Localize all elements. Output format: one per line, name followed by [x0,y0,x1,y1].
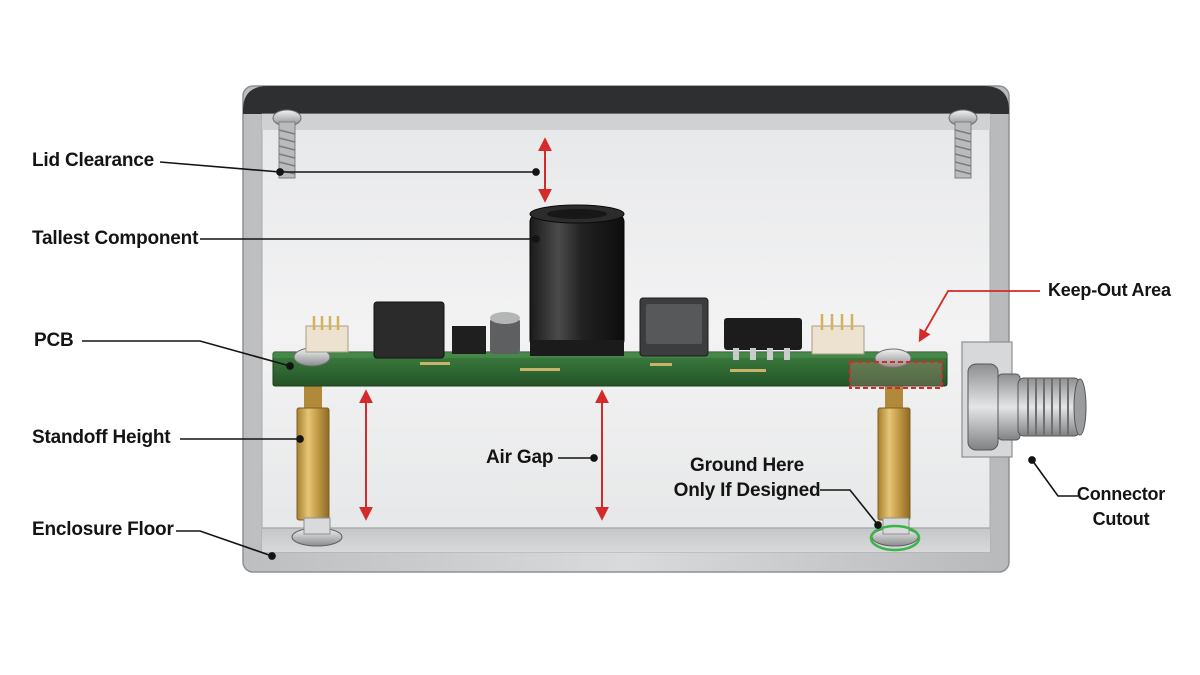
leader-keep-out [918,290,1040,343]
standoff-left [291,384,343,547]
panel-connector [967,363,1087,451]
leader-connector-cutout [1028,456,1078,497]
label-connector-cutout-line2: Cutout [1092,509,1150,529]
inductor-block [373,301,445,359]
tallest-capacitor [529,204,625,356]
leader-pcb [82,340,294,370]
header-left [305,316,349,353]
enclosure-floor-plate [262,528,990,552]
label-keep-out-area: Keep-Out Area [1048,280,1171,300]
label-ground-here-line1: Ground Here [690,455,804,476]
label-ground-here: Ground Here Only If Designed [672,453,822,503]
label-enclosure-floor: Enclosure Floor [32,519,174,540]
label-tallest-component: Tallest Component [32,228,199,249]
enclosure-lid [243,86,1009,114]
label-connector-cutout: Connector Cutout [1076,482,1166,532]
label-lid-clearance: Lid Clearance [32,150,155,171]
ic-small [452,326,486,354]
label-standoff-height: Standoff Height [32,427,171,448]
power-inductor [639,297,709,357]
ground-highlight [869,524,921,552]
leader-ground-here [820,489,882,529]
leader-enclosure-floor [176,530,276,560]
dip-ic [724,318,802,360]
small-capacitor [490,312,520,354]
header-right [811,314,865,355]
label-pcb: PCB [34,330,74,351]
label-air-gap: Air Gap [486,447,554,468]
lid-screw-right [948,109,978,179]
keep-out-box [849,361,943,389]
label-ground-here-line2: Only If Designed [673,480,821,501]
leader-lid-clearance-a [159,161,284,176]
label-connector-cutout-line1: Connector [1076,484,1166,504]
lid-inner-lip [262,114,990,130]
